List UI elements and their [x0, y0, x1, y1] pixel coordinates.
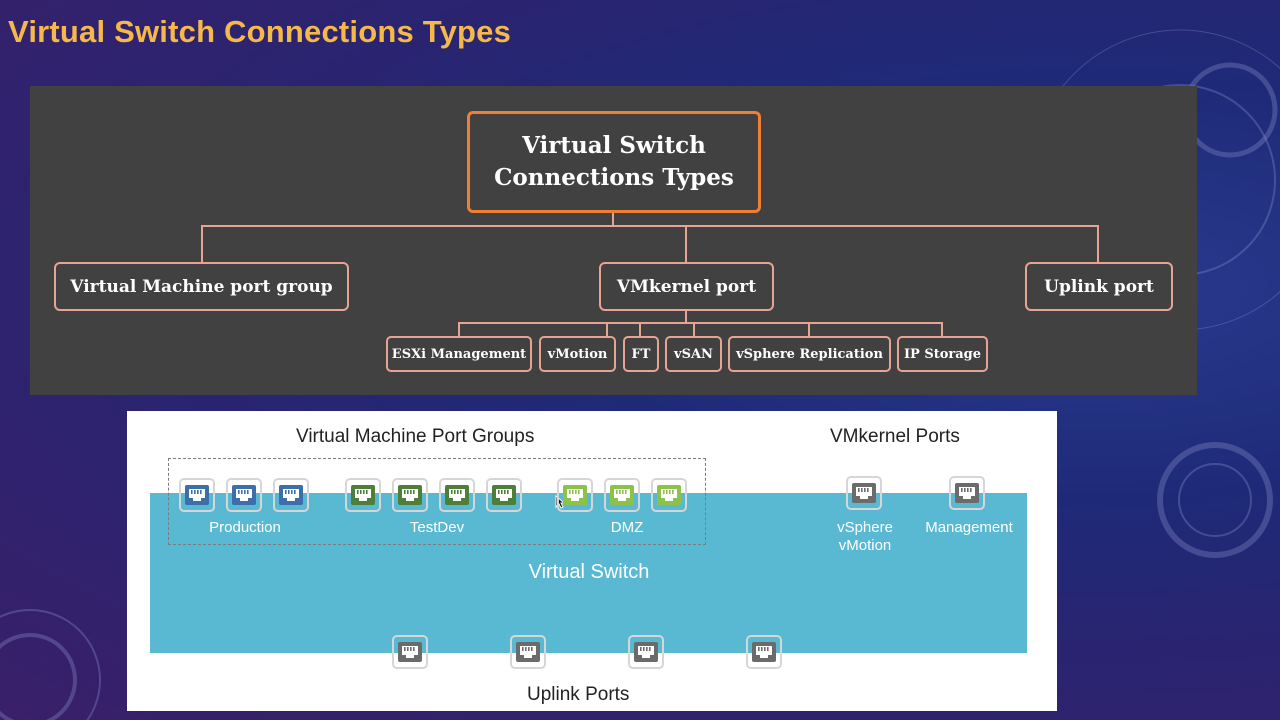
ethernet-port-icon: [955, 483, 979, 503]
vsphere-vmotion-line2: vMotion: [838, 537, 892, 554]
ethernet-port-icon: [610, 485, 634, 505]
vmkernel-ports-heading: VMkernel Ports: [830, 426, 960, 447]
uplink-port-4: [746, 635, 782, 669]
ethernet-port-icon: [185, 485, 209, 505]
production-port-1: [179, 478, 215, 512]
virtual-switch-diagram: Virtual Machine Port Groups VMkernel Por…: [127, 411, 1057, 711]
ethernet-port-icon: [398, 485, 422, 505]
ip-storage-node: IP Storage: [897, 336, 988, 372]
ethernet-port-icon: [852, 483, 876, 503]
ethernet-port-icon: [563, 485, 587, 505]
testdev-port-1: [345, 478, 381, 512]
vsan-node: vSAN: [665, 336, 722, 372]
ft-node: FT: [623, 336, 659, 372]
uplink-port-3: [628, 635, 664, 669]
production-port-2: [226, 478, 262, 512]
slide-title: Virtual Switch Connections Types: [8, 14, 512, 49]
dmz-port-1: [557, 478, 593, 512]
uplink-port-node: Uplink port: [1025, 262, 1173, 311]
ethernet-port-icon: [492, 485, 516, 505]
ethernet-port-icon: [445, 485, 469, 505]
ethernet-port-icon: [232, 485, 256, 505]
uplink-port-1: [392, 635, 428, 669]
vsphere-vmotion-line1: vSphere: [837, 519, 893, 536]
vm-port-groups-boundary: [168, 458, 706, 545]
virtual-switch-label: Virtual Switch: [528, 561, 650, 583]
ethernet-port-icon: [279, 485, 303, 505]
uplink-port-2: [510, 635, 546, 669]
production-label: Production: [209, 519, 281, 536]
ethernet-port-icon: [634, 642, 658, 662]
root-node-line1: Virtual Switch: [522, 132, 706, 159]
vm-port-groups-heading: Virtual Machine Port Groups: [296, 426, 535, 447]
ethernet-port-icon: [516, 642, 540, 662]
dmz-port-2: [604, 478, 640, 512]
production-port-3: [273, 478, 309, 512]
virtual-switch-band: [150, 493, 1027, 653]
ethernet-port-icon: [351, 485, 375, 505]
vm-port-group-node: Virtual Machine port group: [54, 262, 349, 311]
ethernet-port-icon: [398, 642, 422, 662]
uplink-ports-heading: Uplink Ports: [527, 684, 630, 705]
vmotion-vmkernel-port: [846, 476, 882, 510]
testdev-label: TestDev: [409, 519, 465, 536]
testdev-port-4: [486, 478, 522, 512]
vmkernel-port-node: VMkernel port: [599, 262, 774, 311]
vsphere-replication-node: vSphere Replication: [728, 336, 891, 372]
ethernet-port-icon: [657, 485, 681, 505]
dmz-label: DMZ: [610, 519, 644, 536]
root-node-line2: Connections Types: [494, 164, 734, 191]
testdev-port-2: [392, 478, 428, 512]
management-vmkernel-port: [949, 476, 985, 510]
vmotion-node: vMotion: [539, 336, 616, 372]
testdev-port-3: [439, 478, 475, 512]
tree-connectors: [201, 212, 1099, 336]
management-label: Management: [925, 519, 1013, 536]
ethernet-port-icon: [752, 642, 776, 662]
esxi-management-node: ESXi Management: [386, 336, 532, 372]
dmz-port-3: [651, 478, 687, 512]
